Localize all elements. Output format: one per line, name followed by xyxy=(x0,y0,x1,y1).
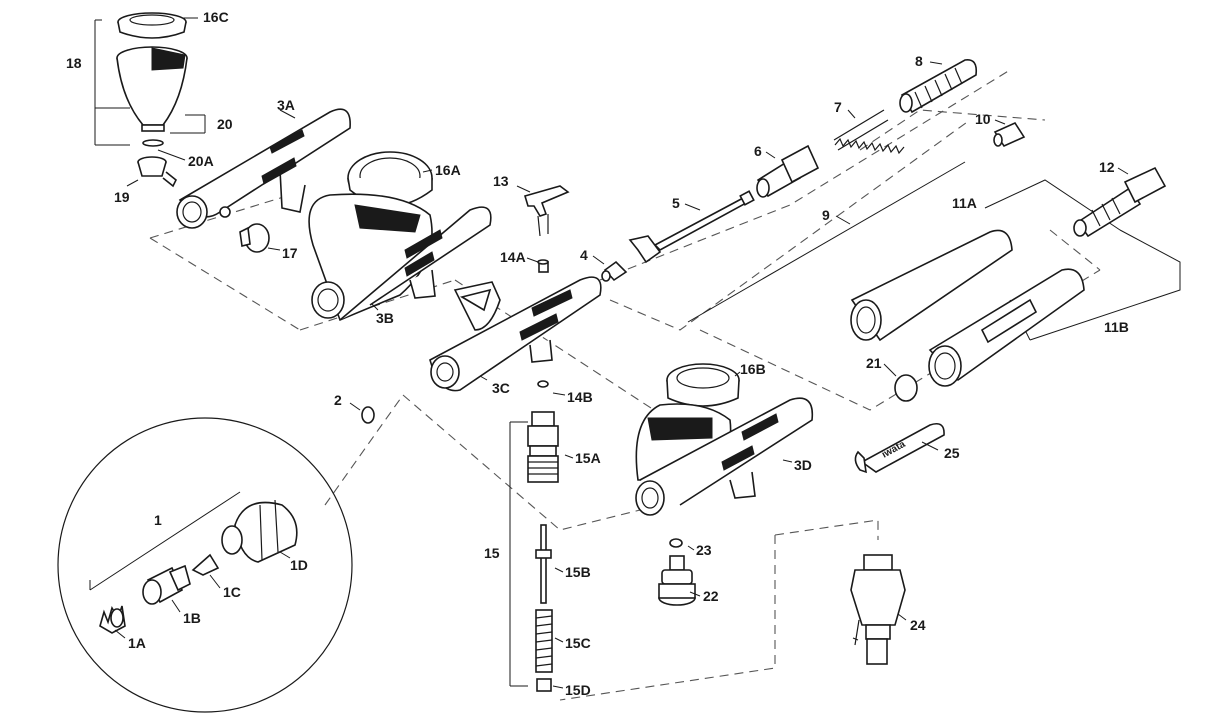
label-7: 7 xyxy=(834,99,842,115)
label-23: 23 xyxy=(696,542,712,558)
label-3c: 3C xyxy=(492,380,510,396)
label-2: 2 xyxy=(334,392,342,408)
label-1a: 1A xyxy=(128,635,146,651)
part-16b-lid xyxy=(666,363,740,407)
label-15d: 15D xyxy=(565,682,591,698)
part-14b-o-ring xyxy=(537,380,549,388)
label-21: 21 xyxy=(866,355,882,371)
label-3b: 3B xyxy=(376,310,394,326)
part-16c-cup-lid xyxy=(117,12,187,39)
label-1d: 1D xyxy=(290,557,308,573)
part-8-spring-adjuster xyxy=(899,58,978,114)
part-3d-body xyxy=(635,397,814,516)
label-8: 8 xyxy=(915,53,923,69)
label-4: 4 xyxy=(580,247,588,263)
part-22-valve xyxy=(658,555,696,606)
label-25: 25 xyxy=(944,445,960,461)
part-20a-o-ring xyxy=(142,139,164,147)
label-12: 12 xyxy=(1099,159,1115,175)
part-7-spring xyxy=(833,109,905,155)
label-3a: 3A xyxy=(277,97,295,113)
label-11a: 11A xyxy=(952,195,977,211)
label-1: 1 xyxy=(154,512,162,528)
label-6: 6 xyxy=(754,143,762,159)
label-18: 18 xyxy=(66,55,82,71)
part-2-o-ring xyxy=(361,406,375,424)
part-21-o-ring xyxy=(894,374,918,402)
part-24-moisture-filter xyxy=(850,554,906,665)
label-15c: 15C xyxy=(565,635,591,651)
part-17-cap xyxy=(239,223,270,253)
label-20: 20 xyxy=(217,116,233,132)
label-17: 17 xyxy=(282,245,298,261)
label-14a: 14A xyxy=(500,249,526,265)
part-6-spring-guide xyxy=(756,144,820,198)
label-16c: 16C xyxy=(203,9,229,25)
part-1b-nozzle-body xyxy=(142,564,191,605)
label-15b: 15B xyxy=(565,564,591,580)
inset-circle xyxy=(57,417,353,713)
part-11b-handle xyxy=(928,268,1085,387)
part-13-trigger xyxy=(524,185,570,237)
label-15a: 15A xyxy=(575,450,601,466)
part-18-color-cup xyxy=(116,46,188,132)
part-3b-body xyxy=(308,193,492,322)
part-9-needle xyxy=(687,161,966,323)
label-20a: 20A xyxy=(188,153,214,169)
part-3c-body xyxy=(429,276,602,392)
part-1a-crown-cap xyxy=(99,605,126,634)
label-19: 19 xyxy=(114,189,130,205)
label-1c: 1C xyxy=(223,584,241,600)
part-15a-valve-guide xyxy=(527,411,559,483)
part-15b-valve-stem xyxy=(535,524,552,604)
label-10: 10 xyxy=(975,111,991,127)
part-3a-body xyxy=(176,108,351,229)
label-16a: 16A xyxy=(435,162,461,178)
part-23-o-ring xyxy=(669,538,683,548)
part-15d-nut xyxy=(536,678,552,692)
part-10-needle-chucking-nut xyxy=(993,121,1026,148)
part-14a-lever-guide xyxy=(537,259,549,273)
label-5: 5 xyxy=(672,195,680,211)
label-11b: 11B xyxy=(1104,319,1129,335)
label-14b: 14B xyxy=(567,389,593,405)
part-12-fitting xyxy=(1073,166,1167,238)
label-15: 15 xyxy=(484,545,500,561)
part-1d-nozzle-cap xyxy=(221,499,298,563)
part-11a-handle xyxy=(850,229,1013,342)
part-1c-nozzle xyxy=(191,553,220,576)
label-13: 13 xyxy=(493,173,509,189)
part-15c-spring xyxy=(535,609,553,673)
part-25-wrench: iwata xyxy=(854,422,945,474)
label-3d: 3D xyxy=(794,457,812,473)
label-16b: 16B xyxy=(740,361,766,377)
leader-lines xyxy=(114,17,1129,689)
part-5-auxiliary-lever xyxy=(628,190,755,264)
label-22: 22 xyxy=(703,588,719,604)
label-9: 9 xyxy=(822,207,830,223)
label-24: 24 xyxy=(910,617,926,633)
part-labels: 16C 18 20 20A 19 3A 16A 17 3B 13 14A 4 5… xyxy=(66,9,1129,698)
part-16a-lid xyxy=(347,151,433,207)
label-1b: 1B xyxy=(183,610,201,626)
bracket-lines xyxy=(89,19,1181,687)
part-4-packing-screw xyxy=(601,260,628,282)
part-19-cup-plug xyxy=(137,156,178,188)
